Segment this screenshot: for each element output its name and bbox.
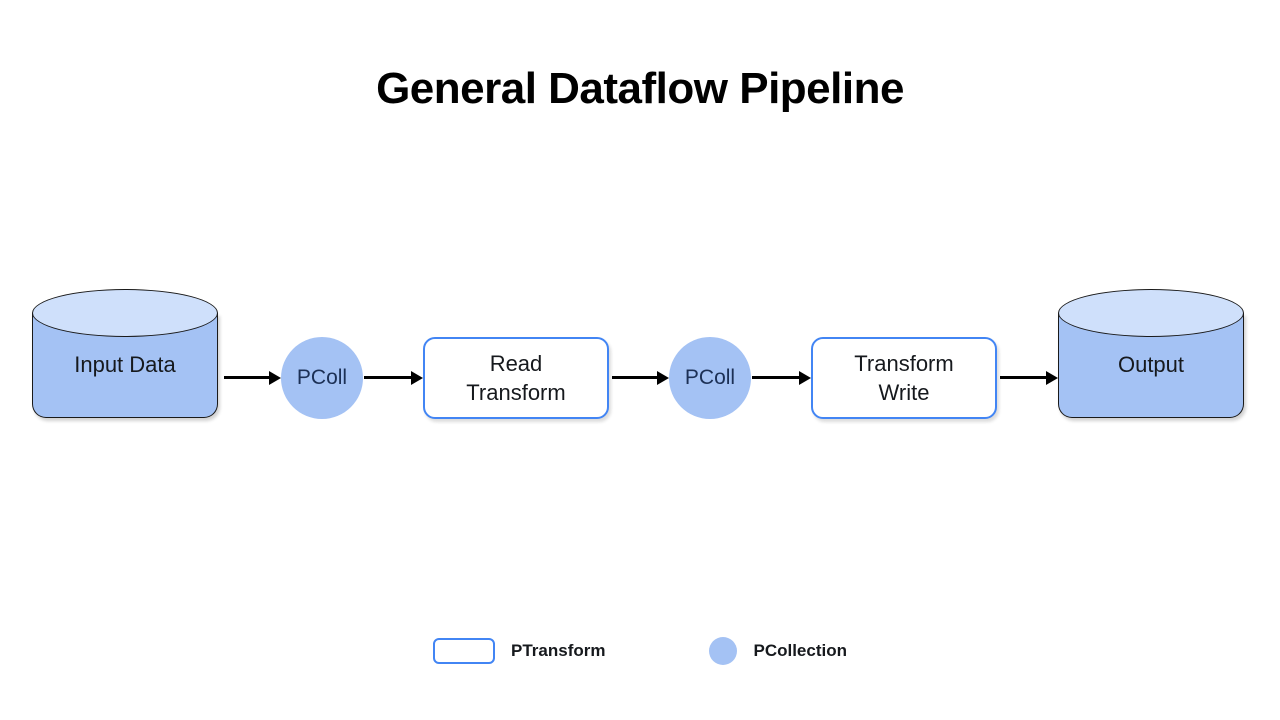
arrow-line (364, 376, 412, 379)
arrow-pcoll2-to-write (752, 371, 811, 385)
arrow-line (612, 376, 658, 379)
cylinder-top-ellipse (1058, 289, 1244, 337)
node-pcoll-1[interactable]: PColl (281, 337, 363, 419)
legend-label: PCollection (753, 641, 847, 660)
arrow-line (224, 376, 270, 379)
page-title: General Dataflow Pipeline (376, 64, 904, 113)
node-label: Input Data (74, 352, 176, 377)
arrow-head-icon (657, 371, 669, 385)
node-label: Output (1117, 352, 1185, 377)
arrow-head-icon (799, 371, 811, 385)
legend-item-pcollection: PCollection (709, 637, 847, 665)
legend-item-ptransform: PTransform (433, 638, 605, 664)
arrow-read-to-pcoll2 (612, 371, 669, 385)
pipeline-diagram: Input Data PColl Read Transform PColl Tr… (0, 270, 1280, 450)
legend-swatch-ptransform (433, 638, 495, 664)
legend-label: PTransform (511, 641, 606, 660)
arrow-head-icon (269, 371, 281, 385)
node-pcoll-2[interactable]: PColl (669, 337, 751, 419)
node-label: PColl (296, 366, 348, 389)
legend-swatch-pcollection (709, 637, 738, 665)
cylinder-top-ellipse (32, 289, 218, 337)
legend: PTransform PCollection (0, 634, 1280, 668)
arrow-head-icon (411, 371, 423, 385)
arrow-pcoll1-to-read (364, 371, 423, 385)
node-label: Read Transform (466, 351, 566, 405)
arrow-line (1000, 376, 1047, 379)
node-input-data[interactable]: Input Data (32, 289, 222, 424)
node-label: PColl (684, 366, 736, 389)
node-read-transform[interactable]: Read Transform (423, 337, 609, 419)
node-label: Transform Write (854, 351, 954, 405)
node-output-data[interactable]: Output (1058, 289, 1248, 424)
arrow-write-to-output (1000, 371, 1058, 385)
arrow-line (752, 376, 800, 379)
node-write-transform[interactable]: Transform Write (811, 337, 997, 419)
arrow-head-icon (1046, 371, 1058, 385)
arrow-input-to-pcoll1 (224, 371, 281, 385)
